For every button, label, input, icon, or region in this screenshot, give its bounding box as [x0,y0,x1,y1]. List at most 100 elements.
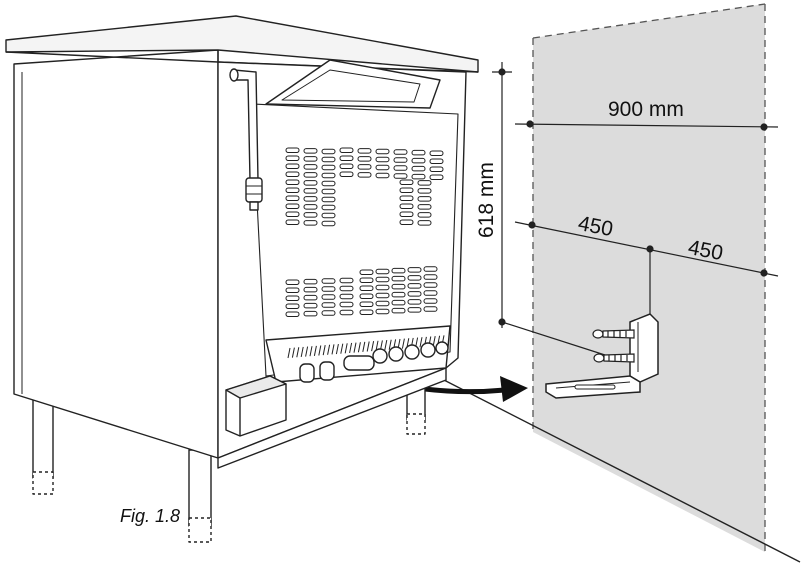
vent-slot [399,219,414,225]
vent-slot [285,295,300,301]
hatch-line [331,344,335,355]
vent-slot [391,291,406,298]
vent-slot [339,285,354,292]
hatch-line [291,347,295,358]
vent-slot [417,188,432,194]
vent-slot [303,164,318,170]
vent-slot [359,269,374,275]
vent-slot [429,174,444,180]
vent-slot [399,187,414,193]
vent-slot [285,311,300,317]
vent-slot [375,276,390,283]
vent-slot [339,293,354,300]
vent-slot [285,203,300,209]
vent-slot [375,164,390,171]
vent-slot [359,301,374,307]
hatch-line [353,342,357,353]
wall-panel [532,3,766,552]
vent-slot [321,278,336,284]
vent-slot [321,294,336,300]
vent-slot [321,148,336,155]
gas-pipe [229,68,263,211]
screw-lower [593,353,635,363]
vent-slot [423,266,438,272]
vent-slot [285,155,300,161]
vent-slot [339,301,354,308]
vent-slot [359,293,374,299]
vent-slot [303,294,318,301]
hatch-line [309,346,313,357]
vent-slot [321,204,336,211]
figure-caption: Fig. 1.8 [120,506,180,526]
vent-slot [303,286,318,293]
vent-slot [423,290,438,296]
screw-upper [592,329,635,339]
vent-slot [411,165,426,172]
vent-slot [411,149,426,156]
hatch-line [318,345,322,356]
vent-slot [407,299,422,305]
vent-slot [417,180,432,186]
vent-slot [285,147,300,153]
vent-slot [285,171,300,177]
vent-slot [393,149,408,155]
vent-slot [399,211,414,217]
rail-hatching [287,335,445,359]
wall-bracket [545,313,659,399]
hatch-line [313,345,317,356]
vent-slot [321,172,336,179]
hatch-line [375,340,379,351]
hatch-line [371,341,375,352]
vent-slot [391,299,406,306]
hatch-line [366,341,370,352]
vent-slot [303,188,318,194]
vent-slot [303,212,318,218]
vent-slot [303,180,318,186]
vent-slot [393,157,408,163]
vent-slot [375,284,390,291]
vent-slot [285,163,300,169]
vent-slot [375,300,390,307]
vent-slot [391,275,406,282]
vent-slot [303,310,318,317]
vent-slot [423,306,438,312]
hatch-line [349,342,353,354]
vent-slot [375,292,390,299]
vent-slot [321,220,336,227]
vent-slot [391,283,406,290]
vent-slot [423,298,438,304]
vent-slot [339,309,354,316]
vent-slot [285,303,300,309]
hatch-line [296,347,300,358]
vent-slot [321,156,336,163]
vent-slot [375,172,390,179]
hatch-line [322,345,326,356]
vent-slot [303,196,318,202]
vent-slot [393,165,408,171]
vent-slot [303,148,318,154]
vent-slot [375,268,390,275]
vent-slot [399,203,414,209]
height-label: 618 mm [475,162,498,238]
range-cooker [5,15,479,543]
vent-slot [407,291,422,297]
vent-slot [407,267,422,273]
vent-slot [339,163,354,169]
vent-slot [285,211,300,217]
vent-slot [321,196,336,203]
vent-slot [357,164,372,170]
vent-slot [303,204,318,210]
hatch-line [357,342,361,353]
vent-slot [357,148,372,154]
hatch-line [327,344,331,355]
vent-slot [321,212,336,219]
vent-slot [407,275,422,281]
vent-slot [303,220,318,226]
vent-slot [339,277,354,284]
vent-slot [285,219,300,225]
vent-slot [375,156,390,163]
hatch-line [305,346,309,357]
hatch-line [432,336,436,347]
